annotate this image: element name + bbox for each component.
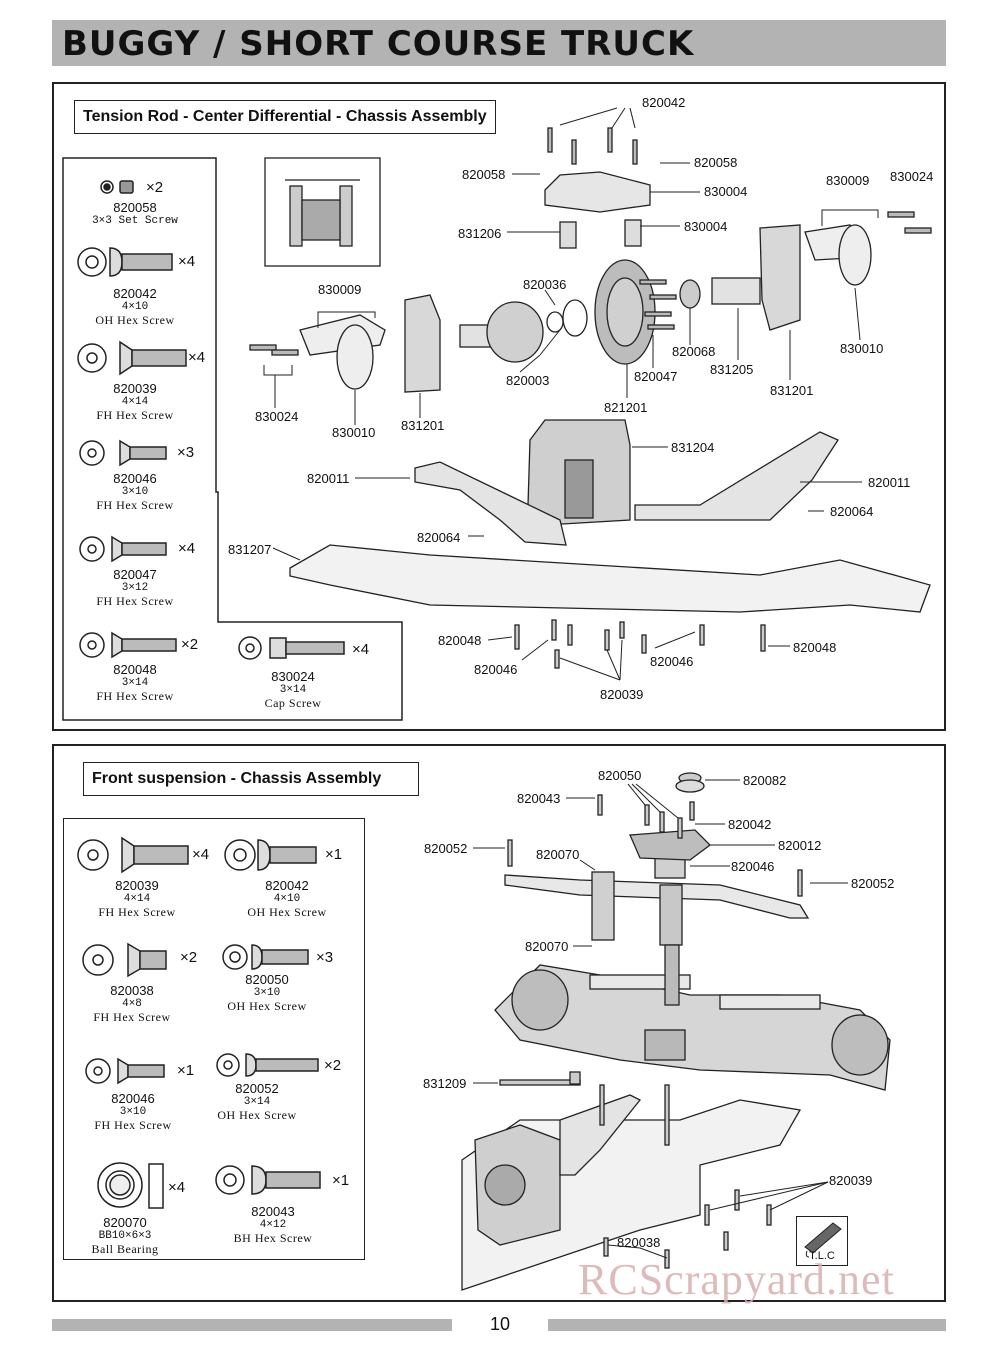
footer-bar-right <box>548 1319 946 1331</box>
callout-label: 820070 <box>536 847 580 862</box>
callout-label: 830004 <box>704 184 748 199</box>
hw-item: 820039 4×14 FH Hex Screw <box>96 381 174 422</box>
threadlock-bottle-icon <box>804 1222 842 1258</box>
callout-label: 830009 <box>318 282 362 297</box>
hw-item: 820058 3×3 Set Screw <box>92 200 178 227</box>
callout-label: 820011 <box>868 475 911 490</box>
callout-label: 820042 <box>642 95 686 110</box>
callout-label: 831207 <box>228 542 272 557</box>
panel-title-center-diff: Tension Rod - Center Differential - Chas… <box>74 100 496 134</box>
callout-label: 820058 <box>462 167 506 182</box>
hw-item: 820047 3×12 FH Hex Screw <box>96 567 174 608</box>
callout-label: 831206 <box>458 226 502 241</box>
callout-label: 821201 <box>604 400 648 415</box>
callout-label: 820048 <box>793 640 837 655</box>
callout-label: 831201 <box>401 418 445 433</box>
hw-qty: ×4 <box>168 1179 186 1196</box>
callout-label: 830024 <box>890 169 934 184</box>
callout-label: 820042 <box>728 817 772 832</box>
footer-bar-left <box>52 1319 452 1331</box>
hw-qty: ×2 <box>180 949 198 966</box>
callout-label: 820068 <box>672 344 716 359</box>
hw-item: 820046 3×10 FH Hex Screw <box>96 471 174 512</box>
callout-label: 820064 <box>417 530 461 545</box>
callout-label: 820046 <box>650 654 694 669</box>
callout-label: 830009 <box>826 173 870 188</box>
callout-label: 820050 <box>598 768 642 783</box>
callout-label: 820064 <box>830 504 874 519</box>
hw-qty: ×4 <box>188 349 206 366</box>
hw-qty: ×1 <box>332 1172 350 1189</box>
callout-label: 820011 <box>307 471 350 486</box>
hw-item: 830024 3×14 Cap Screw <box>264 669 322 710</box>
callout-label: 820052 <box>424 841 468 856</box>
tlc-label: T.L.C <box>809 1250 835 1262</box>
callout-label: 820070 <box>525 939 569 954</box>
callout-label: 820082 <box>743 773 787 788</box>
callout-label: 831204 <box>671 440 715 455</box>
panel-title-front-suspension: Front suspension - Chassis Assembly <box>83 762 419 796</box>
hw-qty: ×4 <box>178 253 196 270</box>
hw-qty: ×2 <box>146 179 164 196</box>
callout-label: 820003 <box>506 373 550 388</box>
hw-qty: ×4 <box>178 540 196 557</box>
watermark: RCScrapyard.net <box>578 1255 895 1304</box>
hw-qty: ×1 <box>325 846 343 863</box>
callout-label: 820047 <box>634 369 678 384</box>
callout-label: 820058 <box>694 155 738 170</box>
callout-label: 830004 <box>684 219 728 234</box>
page-number: 10 <box>489 1314 511 1334</box>
hw-qty: ×1 <box>177 1062 195 1079</box>
callout-label: 830024 <box>255 409 299 424</box>
callout-label: 820039 <box>600 687 644 702</box>
hw-qty: ×2 <box>181 636 199 653</box>
hw-qty: ×4 <box>352 641 370 658</box>
callout-label: 820036 <box>523 277 567 292</box>
hw-qty: ×4 <box>192 846 210 863</box>
title-bar: BUGGY / SHORT COURSE TRUCK <box>52 20 946 66</box>
hw-qty: ×3 <box>316 949 334 966</box>
callout-label: 820039 <box>829 1173 873 1188</box>
page-title: BUGGY / SHORT COURSE TRUCK <box>62 24 695 64</box>
callout-label: 820046 <box>474 662 518 677</box>
tlc-threadlock-icon: T.L.C <box>796 1216 848 1266</box>
hw-item: 820042 4×10 OH Hex Screw <box>95 286 175 327</box>
panel-center-diff <box>52 82 946 731</box>
callout-label: 820038 <box>617 1235 661 1250</box>
hw-qty: ×2 <box>324 1057 342 1074</box>
callout-label: 831205 <box>710 362 754 377</box>
callout-label: 820012 <box>778 838 822 853</box>
hw-qty: ×3 <box>177 444 195 461</box>
callout-label: 820052 <box>851 876 895 891</box>
callout-label: 820048 <box>438 633 482 648</box>
hw-item: 820048 3×14 FH Hex Screw <box>96 662 174 703</box>
callout-label: 831201 <box>770 383 814 398</box>
callout-label: 830010 <box>332 425 376 440</box>
callout-label: 820046 <box>731 859 775 874</box>
callout-label: 820043 <box>517 791 561 806</box>
callout-label: 831209 <box>423 1076 467 1091</box>
callout-label: 830010 <box>840 341 884 356</box>
